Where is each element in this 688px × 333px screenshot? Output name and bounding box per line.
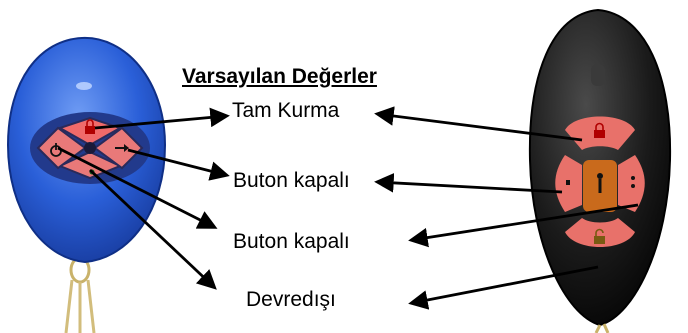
- arrow-lock-to-full-arm: [94, 107, 230, 130]
- label-disabled: Devredışı: [246, 288, 336, 311]
- callout-arrows: [57, 106, 639, 310]
- left-button-cluster: [30, 112, 150, 184]
- lock-icon: [594, 122, 605, 138]
- arrow-right-side-to-button-off: [374, 173, 563, 194]
- dots-icon: [566, 176, 635, 188]
- arrow-right-bottom-to-disabled: [408, 265, 599, 310]
- right-button-cluster: [555, 116, 645, 247]
- keyring-icon: [64, 256, 96, 333]
- label-full-arm: Tam Kurma: [232, 99, 340, 122]
- arrow-bottom-to-disabled: [89, 168, 217, 290]
- left-remote: [6, 36, 167, 333]
- label-button-off-2: Buton kapalı: [233, 230, 350, 253]
- arrow-right-icon: [115, 144, 129, 152]
- label-button-off-1: Buton kapalı: [233, 169, 350, 192]
- key-icon: [597, 173, 603, 193]
- arrow-right-dots-to-button-off: [408, 203, 639, 248]
- unlock-icon: [594, 228, 605, 244]
- diagram-title: Varsayılan Değerler: [182, 65, 377, 88]
- lock-icon: [85, 119, 95, 134]
- arrow-right-lock-to-full-arm: [374, 106, 583, 142]
- arrow-power-to-button-off: [57, 146, 218, 229]
- arrow-right-button-to-button-off: [127, 148, 230, 181]
- right-remote: [528, 8, 672, 333]
